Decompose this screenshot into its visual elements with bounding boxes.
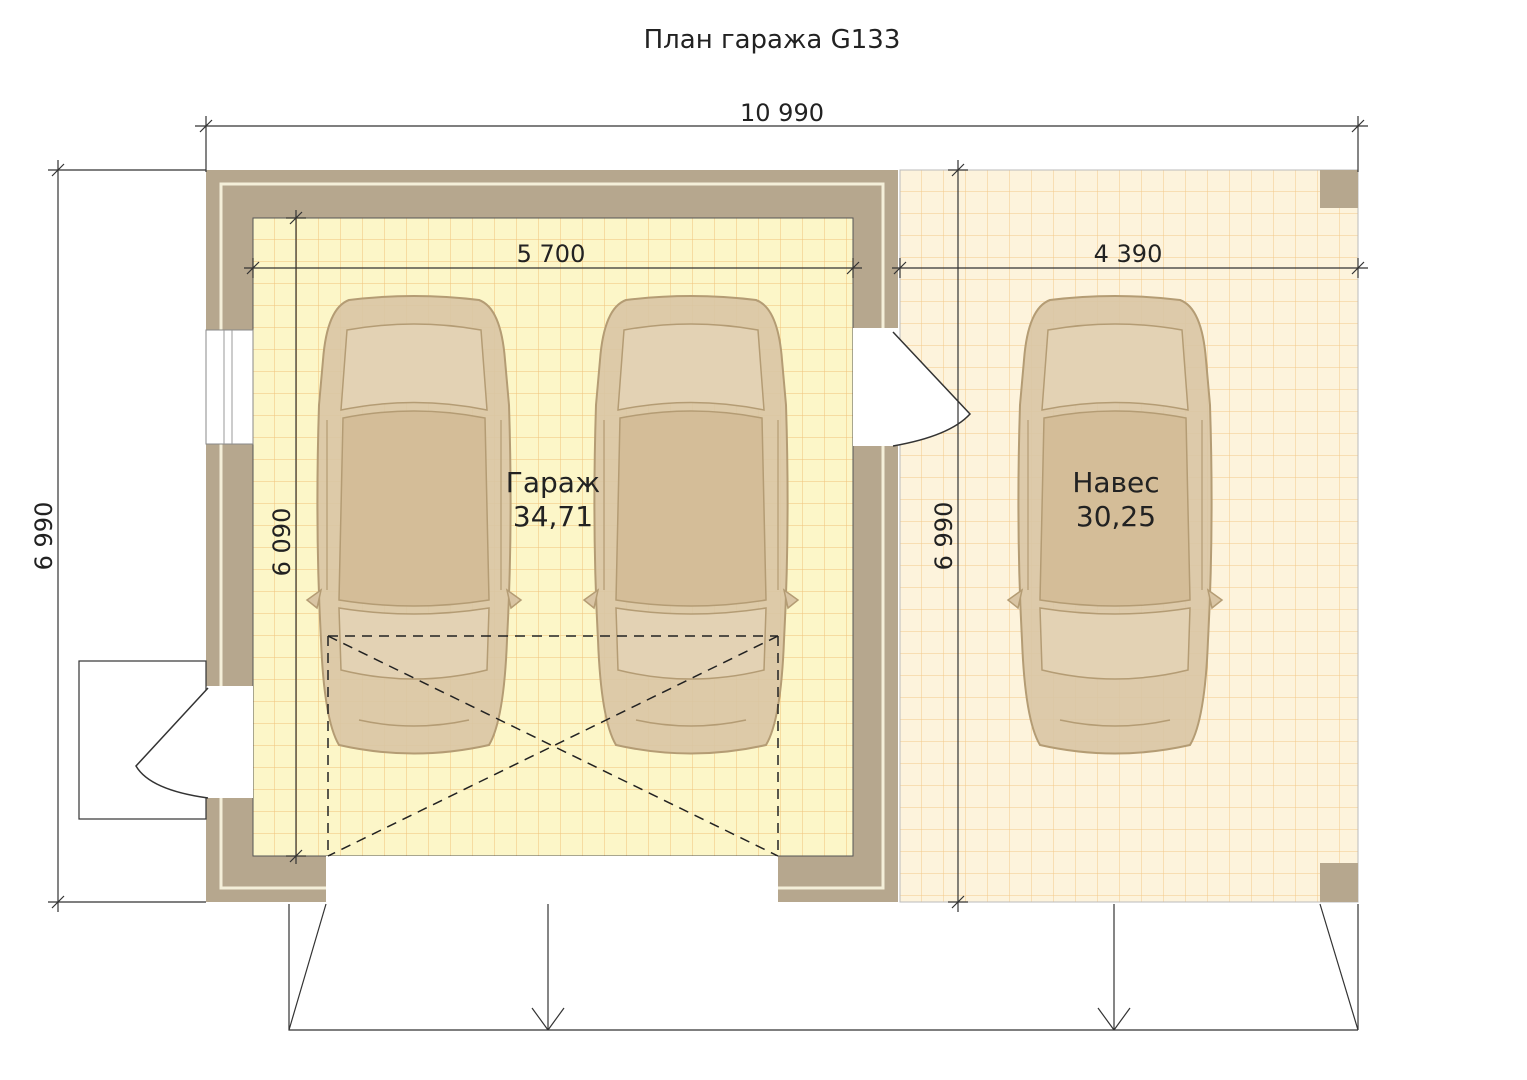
garage-name: Гараж — [506, 466, 600, 499]
garage-area: 34,71 — [513, 500, 593, 533]
dim-overall-width: 10 990 — [740, 99, 824, 127]
dim-carport-depth: 6 990 — [930, 502, 958, 571]
door-opening-left — [206, 686, 253, 798]
car-garage-right — [583, 295, 799, 755]
section-cut-lines — [288, 903, 1359, 1031]
door-opening-right — [853, 328, 898, 446]
garage-gate-opening — [326, 856, 778, 902]
dim-garage-width: 5 700 — [517, 240, 586, 268]
plan-title: План гаража G133 — [644, 25, 901, 55]
carport-area: 30,25 — [1076, 500, 1156, 533]
dim-garage-depth: 6 090 — [268, 508, 296, 577]
carport-post-bottom — [1320, 863, 1358, 902]
left-door-swing — [135, 687, 209, 799]
window-left — [205, 329, 254, 445]
right-door-swing — [892, 331, 972, 447]
car-garage-left — [306, 295, 522, 755]
overhead-gate-indicator — [327, 635, 779, 857]
carport-name: Навес — [1072, 466, 1159, 499]
dim-carport-width: 4 390 — [1094, 240, 1163, 268]
carport-post-top — [1320, 170, 1358, 208]
dim-overall-depth: 6 990 — [30, 502, 58, 571]
